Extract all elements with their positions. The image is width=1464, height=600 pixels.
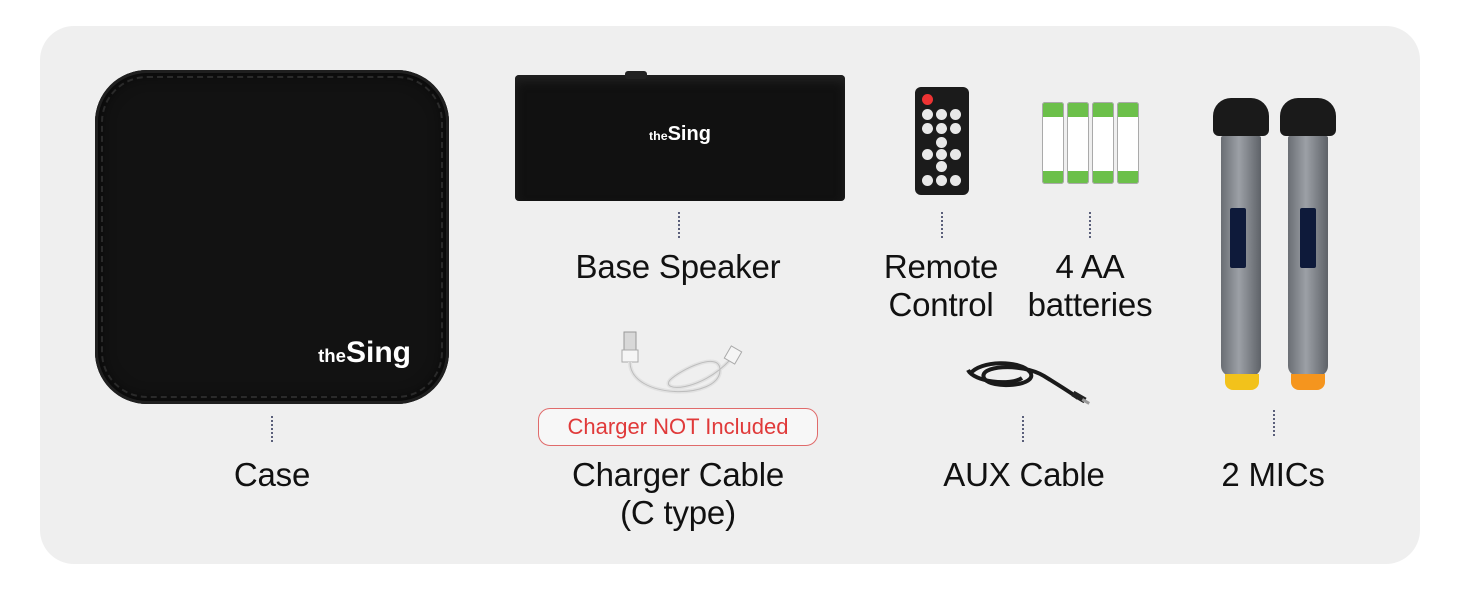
battery-3 <box>1092 102 1114 184</box>
battery-4 <box>1117 102 1139 184</box>
charger-cable-image <box>621 331 743 394</box>
battery-1 <box>1042 102 1064 184</box>
microphone-2-image <box>1280 98 1336 390</box>
mic-1-ring <box>1225 374 1259 390</box>
case-zipper <box>101 76 443 398</box>
batteries-label: 4 AA batteries <box>1027 248 1153 323</box>
case-logo: theSing <box>318 336 411 369</box>
aa-batteries-image <box>1042 98 1139 186</box>
charger-not-included-badge: Charger NOT Included <box>538 408 818 446</box>
charger-cable-label: Charger Cable (C type) <box>571 456 784 531</box>
speaker-connector-dots <box>678 212 680 238</box>
case-connector-dots <box>271 416 273 442</box>
base-speaker-label: Base Speaker <box>575 248 781 285</box>
mics-connector-dots <box>1273 410 1275 436</box>
batteries-connector-dots <box>1089 212 1091 238</box>
aux-connector-dots <box>1022 416 1024 442</box>
mic-2-ring <box>1291 374 1325 390</box>
microphone-1-image <box>1213 98 1269 390</box>
remote-control-image <box>915 87 969 195</box>
carrying-case-image: theSing <box>95 70 449 404</box>
aux-cable-label: AUX Cable <box>943 456 1105 493</box>
battery-2 <box>1067 102 1089 184</box>
case-label: Case <box>233 456 311 493</box>
remote-connector-dots <box>941 212 943 238</box>
mics-label: 2 MICs <box>1221 456 1325 493</box>
remote-control-label: Remote Control <box>883 248 999 323</box>
base-speaker-image: theSing <box>515 71 845 201</box>
aux-cable-image <box>966 361 1090 405</box>
speaker-logo: theSing <box>649 123 711 145</box>
